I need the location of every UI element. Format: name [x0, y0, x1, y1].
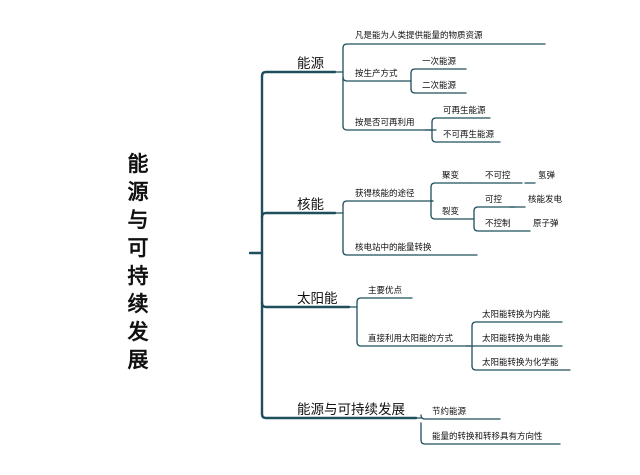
node-atomic-bomb: 原子弹 [533, 219, 559, 229]
mindmap-root-title: 能源与可持续发展 [127, 152, 149, 372]
node-solar-to-chemical: 太阳能转换为化学能 [482, 358, 559, 368]
connector-line-18 [431, 137, 501, 143]
connector-line-3 [260, 211, 337, 219]
node-save-energy: 节约能源 [432, 407, 467, 417]
node-uncontrollable: 不可控 [485, 171, 511, 181]
node-by-production: 按生产方式 [355, 69, 398, 79]
connector-line-8 [342, 43, 546, 49]
connector-line-9 [342, 76, 403, 82]
node-secondary-energy: 二次能源 [422, 81, 457, 91]
node-fission: 裂变 [442, 207, 460, 217]
connector-line-13 [410, 68, 467, 74]
node-by-reuse: 按是否可再利用 [355, 118, 415, 128]
connector-line-17 [431, 117, 491, 123]
node-plant-conversion: 核电站中的能量转换 [355, 243, 432, 253]
branch-sustainable: 能源与可持续发展 [297, 402, 405, 418]
connector-line-30 [473, 226, 516, 232]
node-fusion: 聚变 [442, 171, 460, 181]
connector-line-10 [342, 125, 437, 131]
node-primary-energy: 一次能源 [422, 57, 457, 67]
node-solar-direct-use: 直接利用太阳能的方式 [368, 334, 454, 344]
node-solar-to-electric: 太阳能转换为电能 [482, 334, 551, 344]
node-controllable: 可控 [485, 195, 503, 205]
node-solar-to-heat: 太阳能转换为内能 [482, 310, 551, 320]
node-no-control: 不控制 [485, 219, 511, 229]
connector-line-4 [260, 301, 351, 309]
connector-line-14 [410, 88, 467, 94]
node-nuclear-ways: 获得核能的途径 [355, 189, 415, 199]
connector-line-38 [356, 341, 471, 347]
node-solar-advantages: 主要优点 [368, 286, 403, 296]
branch-energy: 能源 [297, 56, 324, 72]
connector-line-41 [471, 321, 563, 327]
node-renewable: 可再生能源 [443, 106, 486, 116]
node-nonrenewable: 不可再生能源 [443, 130, 495, 140]
connector-line-29 [473, 206, 516, 212]
branch-nuclear: 核能 [297, 197, 324, 213]
connector-line-22 [342, 250, 478, 256]
connector-line-37 [356, 297, 413, 303]
connector-line-5 [260, 412, 418, 420]
connector-line-2 [260, 70, 337, 78]
node-nuclear-power: 核能发电 [528, 195, 563, 205]
connector-line-43 [471, 365, 571, 371]
connector-line-47 [420, 439, 561, 445]
connector-line-21 [342, 200, 434, 206]
branch-solar: 太阳能 [297, 291, 338, 307]
connector-line-26 [430, 214, 471, 220]
connector-line-25 [430, 182, 471, 188]
node-energy-definition: 凡是能为人类提供能量的物质资源 [355, 31, 483, 41]
connector-line-46 [420, 414, 501, 420]
node-hydrogen-bomb: 氢弹 [538, 171, 556, 181]
node-energy-direction: 能量的转换和转移具有方向性 [432, 432, 543, 442]
